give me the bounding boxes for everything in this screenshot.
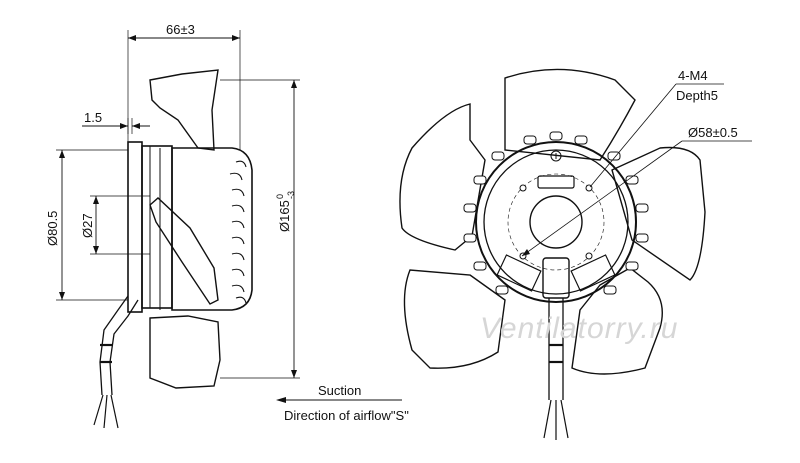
front-wire-ends bbox=[543, 399, 569, 440]
leader-bolt-circle: Ø58±0.5 bbox=[521, 125, 752, 257]
front-view: 4-M4 Depth5 Ø58±0.5 bbox=[399, 68, 752, 440]
front-blade-lower-right bbox=[571, 267, 663, 375]
airflow-indicator: Suction Direction of airflow"S" bbox=[276, 383, 409, 423]
front-terminal-right bbox=[570, 254, 616, 292]
dim-depth-label: 66±3 bbox=[166, 22, 195, 37]
front-blade-top bbox=[504, 68, 636, 161]
side-rotor-fins bbox=[229, 160, 247, 304]
front-rim-lugs bbox=[463, 131, 649, 295]
front-blades bbox=[399, 68, 706, 375]
dimension-hub-diameter: Ø27 bbox=[80, 195, 150, 255]
side-rotor bbox=[171, 147, 253, 311]
leader-thread: 4-M4 Depth5 bbox=[589, 68, 724, 188]
front-blade-lower-left bbox=[403, 269, 506, 369]
side-view: 66±3 1.5 Ø80.5 Ø27 bbox=[45, 22, 300, 429]
side-mid-blade bbox=[149, 197, 219, 305]
side-housing bbox=[141, 145, 173, 309]
dim-overall-diameter-label: Ø165 bbox=[277, 200, 292, 232]
dim-outer-diameter-label: Ø80.5 bbox=[45, 211, 60, 246]
front-inner-ring bbox=[483, 149, 629, 295]
front-cable-gland bbox=[542, 257, 570, 299]
front-ground-mark bbox=[550, 150, 562, 162]
dimension-overall-diameter: Ø165 0 -3 bbox=[220, 79, 300, 379]
dim-overall-tol-upper: 0 bbox=[275, 194, 285, 199]
front-outer-ring bbox=[475, 141, 637, 303]
front-blade-left bbox=[399, 103, 486, 251]
side-wire-ends bbox=[93, 394, 119, 429]
side-upper-blade bbox=[149, 69, 219, 151]
front-bolt-circle bbox=[507, 173, 605, 271]
front-threaded-holes bbox=[519, 184, 593, 260]
front-label-plate bbox=[537, 175, 575, 189]
side-flange bbox=[127, 141, 143, 313]
front-hub bbox=[529, 195, 583, 249]
front-terminal-left bbox=[496, 254, 542, 292]
side-lower-blade bbox=[149, 315, 221, 389]
airflow-direction-label: Direction of airflow"S" bbox=[284, 408, 409, 423]
side-cable bbox=[99, 295, 129, 396]
thread-callout-label: 4-M4 bbox=[678, 68, 708, 83]
watermark: Ventilatorry.ru bbox=[480, 312, 678, 345]
bolt-circle-label: Ø58±0.5 bbox=[688, 125, 738, 140]
dimension-offset: 1.5 bbox=[82, 110, 150, 134]
suction-label: Suction bbox=[318, 383, 361, 398]
dim-hub-diameter-label: Ø27 bbox=[80, 213, 95, 238]
thread-depth-label: Depth5 bbox=[676, 88, 718, 103]
dim-overall-tol-lower: -3 bbox=[286, 191, 296, 199]
dim-offset-label: 1.5 bbox=[84, 110, 102, 125]
dimension-depth: 66±3 bbox=[127, 22, 241, 150]
front-cable bbox=[548, 298, 564, 400]
dimension-outer-diameter: Ø80.5 bbox=[45, 149, 128, 301]
